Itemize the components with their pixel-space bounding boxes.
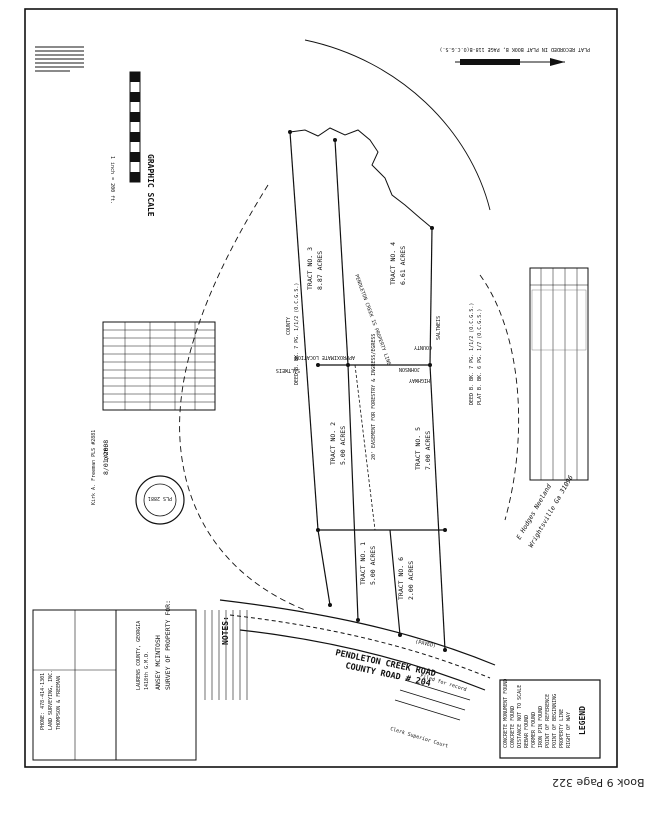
graphic-scale-ratio: 1 inch = 200 ft. [109,156,115,204]
notes-title: NOTES: [221,616,230,645]
survey-district: 1418th G.M.D. [144,651,150,690]
legend-item: PROPERTY LINE [559,709,565,748]
tract-labels: TRACT NO. 1 5.00 ACRES TRACT NO. 2 5.00 … [306,242,432,600]
legend-item: POINT OF BEGINNING [552,694,558,748]
saltweis-right-label: SALTWEIS [436,316,442,340]
tract-2-area: 5.00 ACRES [339,426,347,465]
saltweis-left-label: SALTWEIS [276,367,300,373]
tract-4-area: 6.61 ACRES [399,246,407,285]
surveyor-phone: PHONE: 478-414-1301 [40,673,46,730]
legend-item: DISTANCE NOT TO SCALE [517,685,523,748]
plat-ref-right: PLAT B. BK. 6 PG. 1/7 (O.C.G.S.) [477,309,483,405]
surveyor-line2: LAND SURVEYING, INC. [48,670,54,730]
svg-text:PLS 2881: PLS 2881 [148,495,172,501]
tract-2-label: TRACT NO. 2 [329,422,337,465]
deed-ref-right: DEED B. BK. 7 PG. 1/1/2 (O.C.G.S.) [469,303,475,405]
legend-item: FORMER FOUND [531,712,537,748]
tract-1-area: 5.00 ACRES [369,546,377,585]
tract-boundaries [289,131,446,651]
title-block: SURVEY OF PROPERTY FOR: ANSEY MCINTOSH 1… [32,600,197,761]
graphic-scale: GRAPHIC SCALE 1 inch = 200 ft. [109,71,155,217]
surveyor-seal: PLS 2881 [135,475,185,525]
page-footer: Book 9 Page 322 [551,776,645,789]
road-paved: (PAVED) [415,639,437,649]
notes-block: NOTES: [204,610,248,700]
survey-owner: ANSEY MCINTOSH [154,635,162,690]
county-right-label: COUNTY [414,344,432,350]
legend-item: POINT OF REFERENCE [545,694,551,748]
highway-label: HIGHWAY [409,377,430,383]
legend-item: IRON PIN FOUND [538,706,544,748]
page-border [24,8,618,768]
tract-5-label: TRACT NO. 5 [414,427,422,470]
legend-item: CONCRETE FOUND [510,706,516,748]
signature-line: Kirk A. Freeman PLS #2881 [91,430,97,505]
road-edge-south [239,629,486,691]
tract-6-area: 2.00 ACRES [407,561,415,600]
tract-4-label: TRACT NO. 4 [389,242,397,285]
survey-title: SURVEY OF PROPERTY FOR: [164,600,172,690]
tract-5-area: 7.00 ACRES [424,431,432,470]
upper-note-block [35,46,84,72]
legend-item: REBAR FOUND [524,715,530,748]
recorded-note: PLAT RECORDED IN PLAT BOOK B, PAGE 118-B… [439,46,590,52]
legend-item: CONCRETE MONUMENT FOUND [503,679,509,748]
date-value: 8/01/2008 [102,440,110,475]
deed-ref-left: DEED B. BK. 7 PG. 1/1/2 (O.C.G.S.) [294,283,300,385]
road-centerline [229,614,491,679]
surveyor-name: THOMPSON & FREEMAN [56,676,62,730]
north-arrow-icon [455,58,565,66]
highway-row-line-2 [304,39,491,211]
tract-3-label: TRACT NO. 3 [306,247,314,290]
survey-county: LAURENS COUNTY, GEORGIA [136,621,142,690]
curve-table-right [529,267,589,481]
graphic-scale-title: GRAPHIC SCALE [146,154,155,217]
highway-row-line-3 [479,274,520,521]
date-label: DATE: [104,445,110,460]
pendleton-creek-line [289,127,433,229]
legend-item: RIGHT OF WAY [566,712,572,748]
tract-6-label: TRACT NO. 6 [397,557,405,600]
line-table-left [102,321,216,411]
tract-3-area: 8.87 ACRES [316,251,324,290]
iron-pin-markers [288,130,447,652]
clerk-label: Clerk Superior Court [389,726,448,749]
easement-line [354,364,376,531]
tract-1-label: TRACT NO. 1 [359,542,367,585]
easement-label: 20' EASEMENT FOR FORESTRY & INGRESS/EGRE… [371,334,377,460]
johnson-label: JOHNSON [399,366,420,372]
legend-title: LEGEND [578,706,587,735]
county-left-label: COUNTY [286,317,292,335]
highway-row-line-1 [179,184,306,611]
road-edge-north [219,599,496,666]
approx-location-label: APPROXIMATE LOCATION [295,354,355,360]
